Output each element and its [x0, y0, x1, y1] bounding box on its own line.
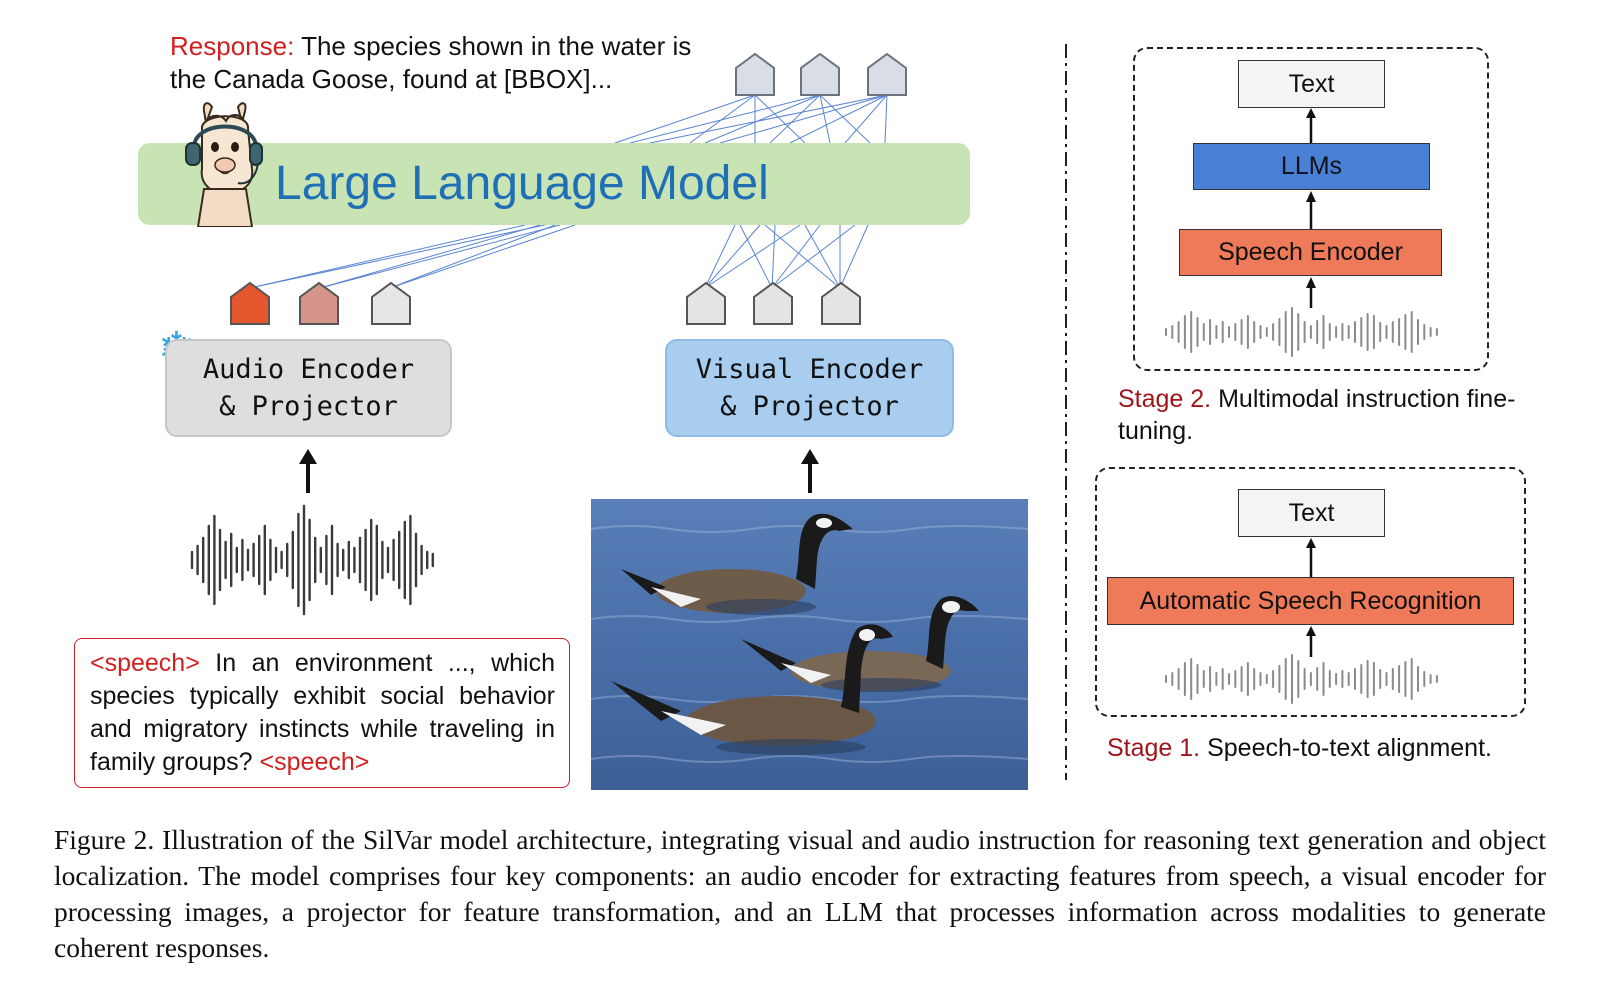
stage2-llms-node: LLMs [1193, 143, 1430, 190]
visual-encoder-line2: & Projector [720, 391, 899, 422]
audio-token-idle [371, 281, 411, 325]
speech-instruction-box: <speech> In an environment ..., which sp… [74, 638, 570, 788]
response-token [800, 52, 840, 96]
audio-encoder-projector: Audio Encoder & Projector [165, 339, 452, 437]
visual-token-connectors [704, 224, 869, 289]
llama-with-headphones-icon [185, 102, 263, 227]
audio-encoder-line2: & Projector [219, 391, 398, 422]
audio-encoder-line1: Audio Encoder [202, 354, 415, 385]
audio-tokens [230, 281, 411, 325]
visual-token [753, 281, 793, 325]
goose [611, 624, 893, 755]
stage2-arrows [1306, 108, 1316, 308]
visual-encoder-line1: Visual Encoder [695, 354, 924, 385]
stage1-arrows [1306, 538, 1316, 657]
llm-block [138, 143, 970, 225]
arrow-up-icon [299, 449, 317, 493]
stage1-caption: Stage 1. Speech-to-text alignment. [1107, 732, 1547, 764]
canada-geese-photo [591, 499, 1028, 790]
stage1-asr-node: Automatic Speech Recognition [1107, 577, 1514, 625]
visual-encoder-projector: Visual Encoder & Projector [665, 339, 954, 437]
response-body: The species shown in the water is the Ca… [170, 31, 692, 94]
audio-waveform-icon [1165, 307, 1438, 357]
response-label: Response: [170, 31, 295, 61]
stage1-caption-text: Speech-to-text alignment. [1200, 734, 1492, 762]
audio-token-connectors [249, 224, 576, 289]
response-token [735, 52, 775, 96]
stage1-frame [1095, 467, 1526, 717]
goose [621, 513, 853, 615]
response-token [867, 52, 907, 96]
response-tokens [735, 52, 907, 96]
figure-caption: Figure 2. Illustration of the SilVar mod… [54, 824, 1546, 963]
arrow-up-icon [801, 449, 819, 493]
response-token-connectors [614, 94, 888, 144]
stage2-caption-label: Stage 2. [1118, 385, 1212, 413]
speech-tag-open: <speech> [90, 649, 200, 677]
visual-token [821, 281, 861, 325]
stage2-caption-text: Multimodal instruction fine-tuning. [1118, 385, 1516, 445]
stage1-text-node: Text [1238, 489, 1385, 537]
input-arrows [299, 449, 819, 493]
audio-waveform-icon [190, 504, 434, 616]
visual-tokens [686, 281, 861, 325]
stage2-frame [1133, 47, 1489, 371]
stage2-text-node: Text [1238, 60, 1385, 108]
goose [741, 596, 979, 692]
stage2-caption: Stage 2. Multimodal instruction fine-tun… [1118, 383, 1518, 447]
llm-label: Large Language Model [275, 157, 769, 210]
response-text: Response: The species shown in the water… [170, 30, 730, 96]
speech-tag-close: <speech> [259, 748, 370, 776]
stage1-caption-label: Stage 1. [1107, 734, 1201, 762]
audio-token-active [230, 281, 270, 325]
audio-token-mid [299, 281, 339, 325]
audio-waveform-icon [1165, 654, 1438, 704]
stage2-speech-encoder-node: Speech Encoder [1179, 229, 1442, 276]
instruction-text: In an environment ..., which species typ… [90, 649, 555, 776]
visual-token [686, 281, 726, 325]
